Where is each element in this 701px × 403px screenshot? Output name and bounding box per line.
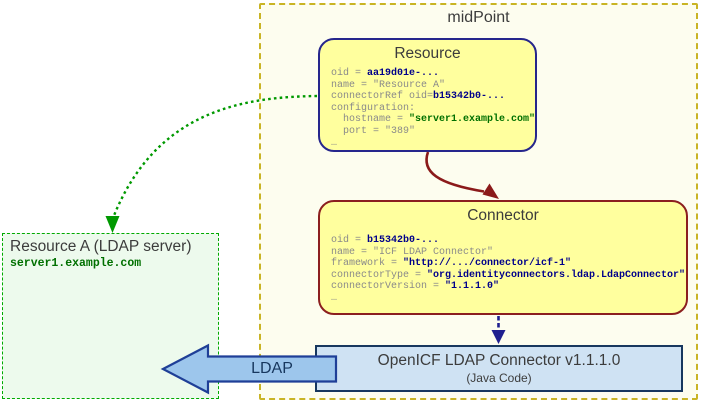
code-line: port = "389" <box>331 125 416 137</box>
code-line: connectorType = "org.identityconnectors.… <box>331 269 686 281</box>
code-line: connectorRef oid=b15342b0-... <box>331 91 506 103</box>
openicf-connector-subtitle: (Java Code) <box>466 371 532 385</box>
resource-to-server-arrowhead-icon <box>105 216 120 233</box>
resource-object-code: oid = aa19d01e-...name = "Resource A"con… <box>331 68 536 149</box>
code-line: connectorVersion = "1.1.1.0" <box>331 281 500 293</box>
code-line: framework = "http://.../connector/icf-1" <box>331 258 572 270</box>
midpoint-title: midPoint <box>447 9 510 26</box>
code-line: … <box>331 137 338 149</box>
connector-object-title: Connector <box>467 207 539 224</box>
code-line: hostname = "server1.example.com" <box>331 114 536 126</box>
code-line: name = "Resource A" <box>331 79 446 91</box>
external-resource-hostname: server1.example.com <box>10 257 142 270</box>
external-resource-box: Resource A (LDAP server) server1.example… <box>2 233 219 399</box>
connector-object-box: Connector oid = b15342b0-...name = "ICF … <box>318 200 688 315</box>
resource-object-title: Resource <box>394 45 461 62</box>
openicf-connector-title: OpenICF LDAP Connector v1.1.1.0 <box>377 352 621 369</box>
resource-object-box: Resource oid = aa19d01e-...name = "Resou… <box>318 38 537 152</box>
external-resource-title: Resource A (LDAP server) <box>10 238 192 255</box>
connector-object-code: oid = b15342b0-...name = "ICF LDAP Conne… <box>331 235 686 305</box>
ldap-arrow-label: LDAP <box>251 360 293 377</box>
code-line: configuration: <box>331 102 416 114</box>
code-line: … <box>331 292 338 304</box>
code-line: oid = aa19d01e-... <box>331 68 440 79</box>
openicf-connector-box: OpenICF LDAP Connector v1.1.1.0 (Java Co… <box>315 345 683 392</box>
code-line: oid = b15342b0-... <box>331 235 440 246</box>
code-line: name = "ICF LDAP Connector" <box>331 246 494 258</box>
